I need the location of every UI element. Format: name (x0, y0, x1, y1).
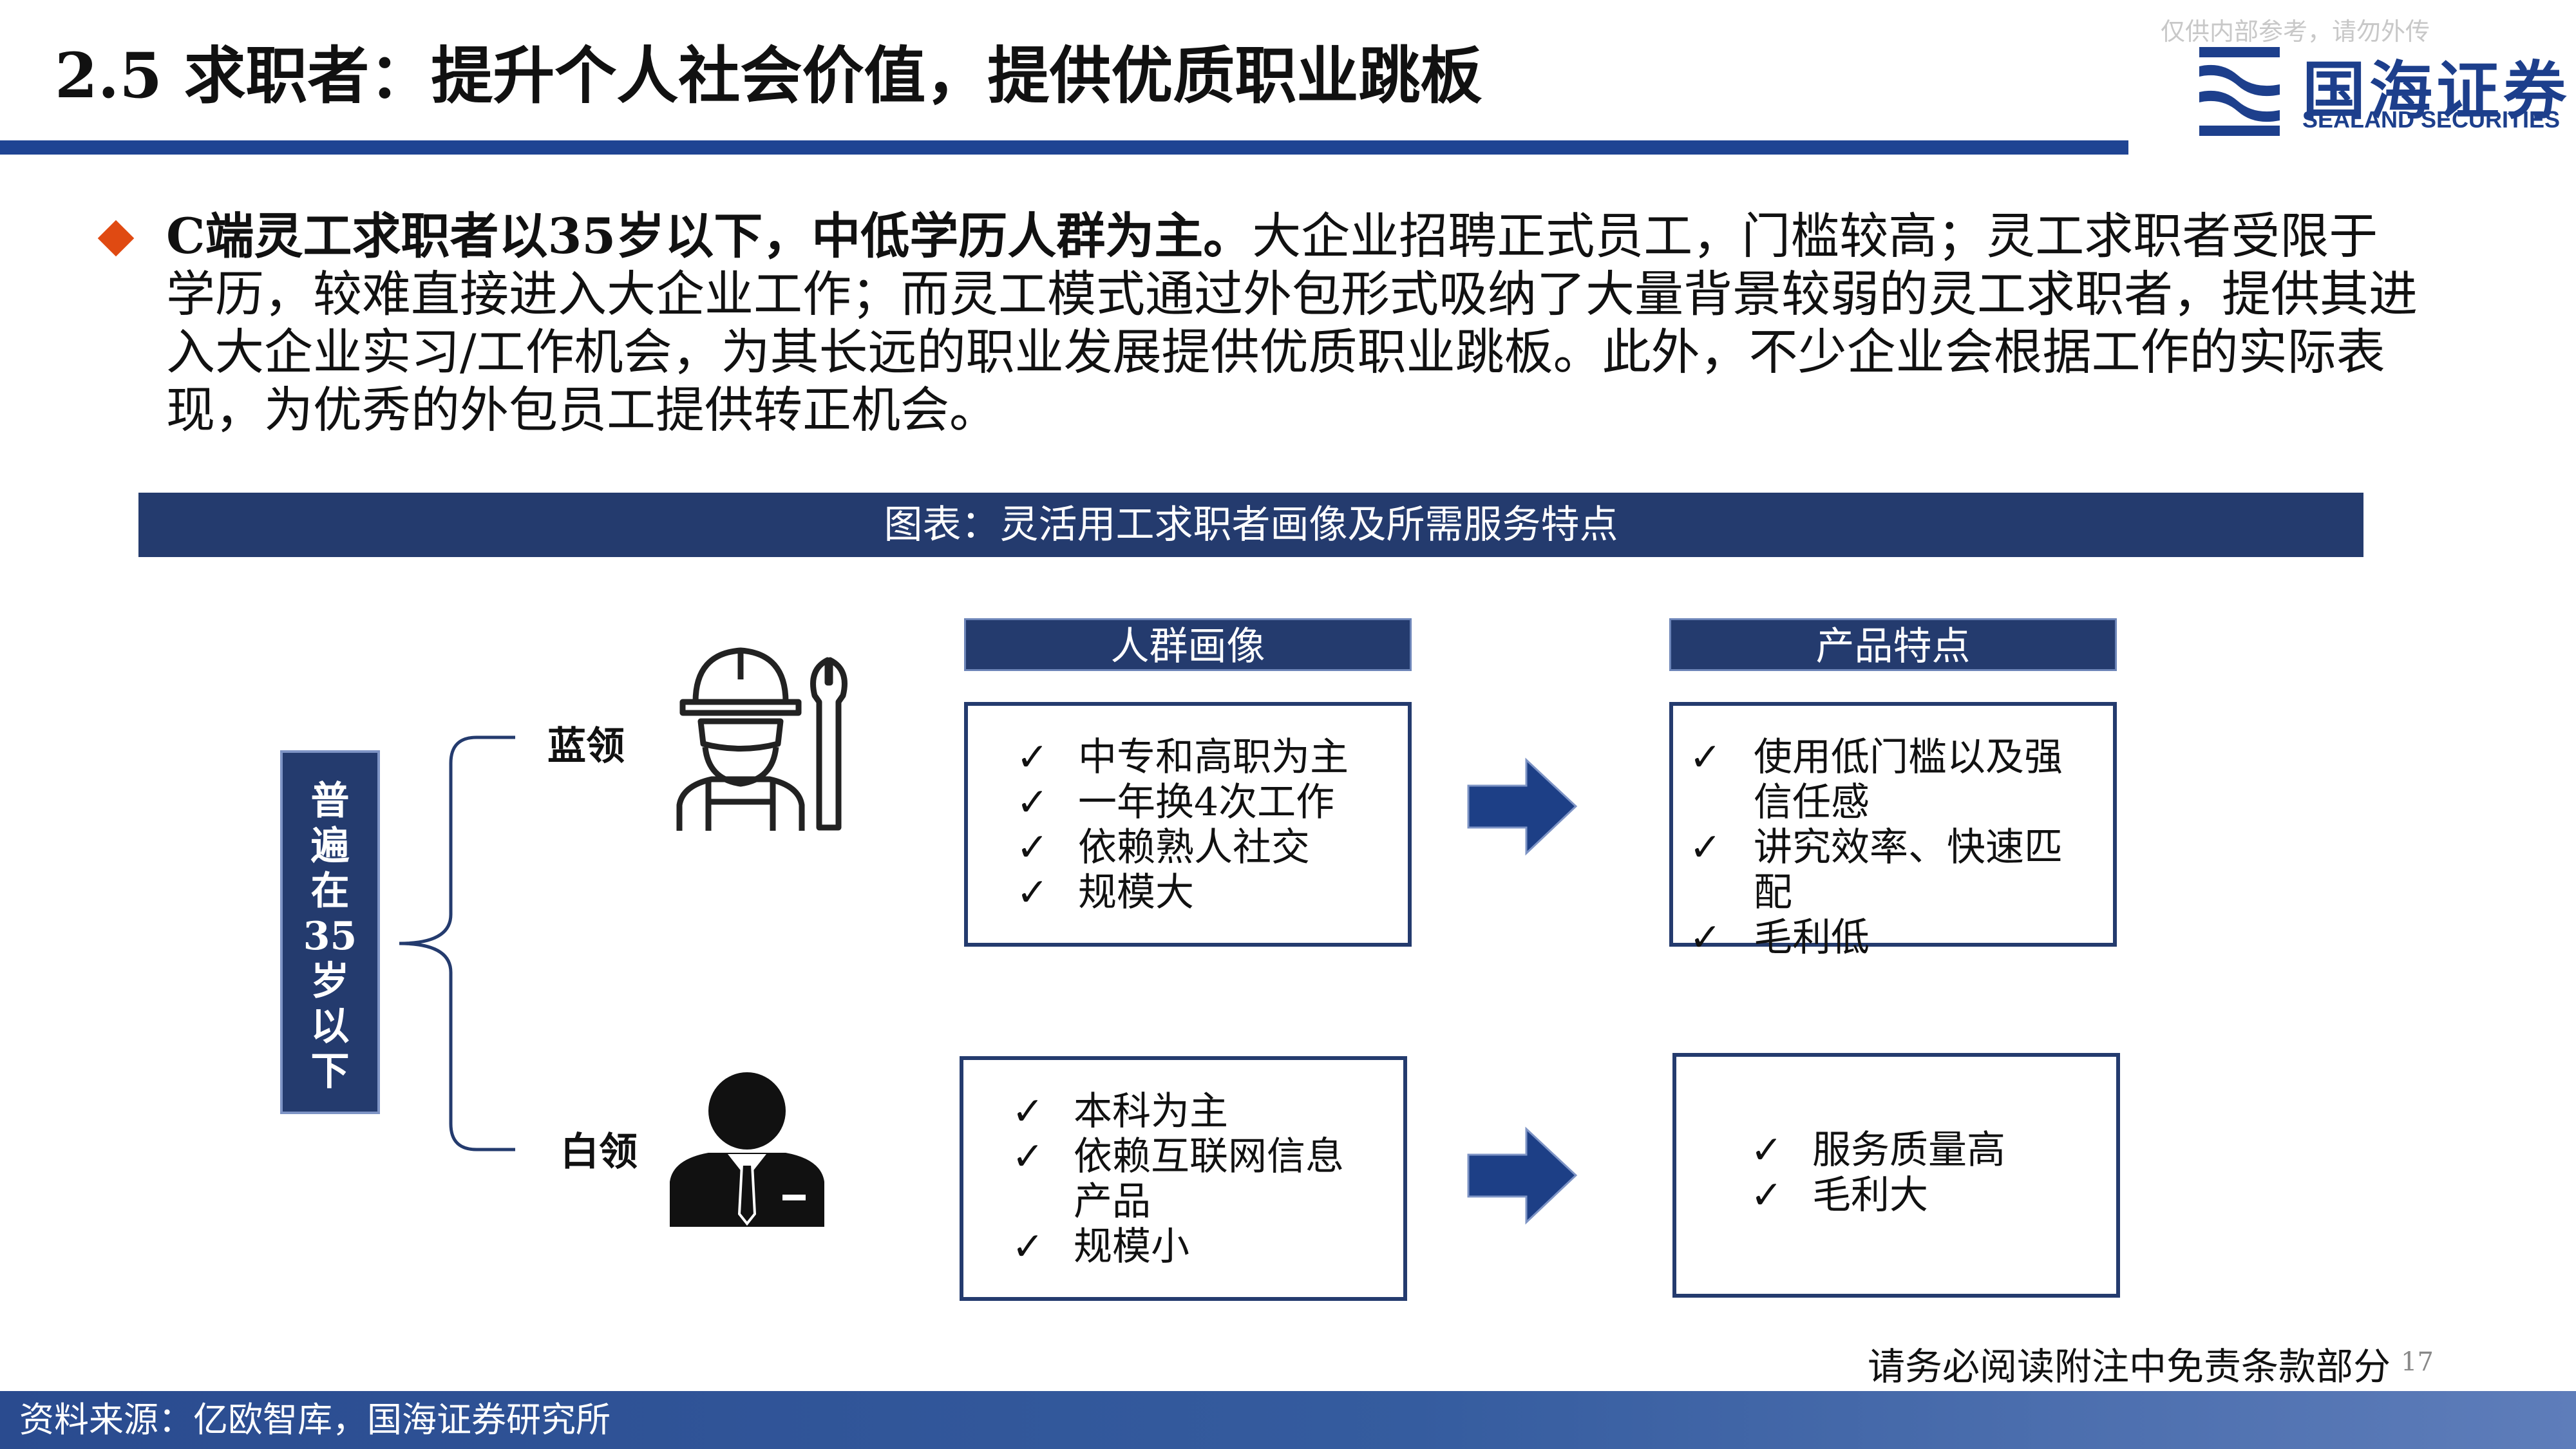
check-icon: ✓ (1750, 1173, 1783, 1218)
list-item: ✓本科为主 (1012, 1089, 1228, 1134)
list-item: ✓规模小 (1012, 1224, 1189, 1269)
check-icon: ✓ (1689, 825, 1722, 870)
age-box: 普 遍 在 35 岁 以 下 (280, 750, 380, 1114)
list-item: ✓依赖互联网信息产品 (1012, 1134, 1344, 1224)
logo-text-cn: 国海证券 (2302, 55, 2571, 128)
header-profile: 人群画像 (964, 618, 1412, 671)
list-item: ✓毛利大 (1750, 1173, 1928, 1218)
businessman-icon (670, 1072, 824, 1227)
blue-profile-box: ✓中专和高职为主 ✓一年换4次工作 ✓依赖熟人社交 ✓规模大 (964, 702, 1412, 947)
page-number: 17 (2401, 1347, 2434, 1377)
list-item: ✓依赖熟人社交 (1016, 825, 1310, 870)
intro-paragraph: C端灵工求职者以35岁以下，中低学历人群为主。大企业招聘正式员工，门槛较高；灵工… (166, 207, 2420, 439)
list-item: ✓中专和高职为主 (1016, 735, 1349, 780)
check-icon: ✓ (1012, 1224, 1045, 1269)
diamond-bullet-icon (97, 220, 135, 257)
label-white-collar: 白领 (560, 1130, 638, 1175)
header-product: 产品特点 (1669, 618, 2117, 671)
check-icon: ✓ (1012, 1134, 1045, 1179)
list-item: ✓讲究效率、快速匹配 (1689, 825, 2063, 915)
white-product-box: ✓服务质量高 ✓毛利大 (1672, 1053, 2120, 1298)
list-item: ✓规模大 (1016, 870, 1194, 915)
page-title: 2.5 求职者：提升个人社会价值，提供优质职业跳板 (55, 39, 1482, 112)
figure-title: 图表：灵活用工求职者画像及所需服务特点 (884, 502, 1618, 547)
arrow-right-icon (1467, 757, 1578, 856)
list-item: ✓使用低门槛以及强信任感 (1689, 735, 2063, 825)
age-char: 35 (303, 914, 357, 959)
intro-bold: C端灵工求职者以35岁以下，中低学历人群为主。 (166, 207, 1253, 265)
intro-text: 大企业招聘正式员工，门槛较高；灵工求职者受限于学历，较难直接进入大企业工作；而灵… (166, 207, 2418, 439)
white-profile-box: ✓本科为主 ✓依赖互联网信息产品 ✓规模小 (960, 1056, 1407, 1301)
disclaimer-note: 请务必阅读附注中免责条款部分 (1868, 1345, 2391, 1388)
check-icon: ✓ (1012, 1089, 1045, 1134)
list-item: ✓一年换4次工作 (1016, 780, 1335, 825)
check-icon: ✓ (1689, 735, 1722, 780)
sealand-logo-icon (2199, 47, 2280, 136)
check-icon: ✓ (1750, 1128, 1783, 1173)
list-item: ✓服务质量高 (1750, 1128, 2005, 1173)
logo-text-en: SEALAND SECURITIES (2302, 106, 2561, 133)
age-char: 在 (310, 869, 350, 914)
brace-icon (399, 735, 515, 1151)
source-note: 资料来源：亿欧智库，国海证券研究所 (19, 1399, 611, 1440)
check-icon: ✓ (1016, 870, 1049, 915)
header-divider (0, 140, 2128, 155)
check-icon: ✓ (1016, 780, 1049, 825)
worker-icon (676, 647, 848, 831)
blue-product-box: ✓使用低门槛以及强信任感 ✓讲究效率、快速匹配 ✓毛利低 (1669, 702, 2117, 960)
age-char: 岁 (310, 959, 350, 1004)
age-char: 普 (310, 779, 350, 824)
check-icon: ✓ (1689, 915, 1722, 960)
label-blue-collar: 蓝领 (547, 724, 625, 769)
age-char: 遍 (310, 824, 350, 869)
age-char: 下 (310, 1049, 350, 1094)
check-icon: ✓ (1016, 825, 1049, 870)
check-icon: ✓ (1016, 735, 1049, 780)
figure-title-bar (138, 493, 2363, 557)
age-char: 以 (310, 1004, 350, 1049)
watermark: 仅供内部参考，请勿外传 (2161, 17, 2430, 46)
list-item: ✓毛利低 (1689, 915, 1870, 960)
arrow-right-icon (1467, 1126, 1578, 1225)
footer-band (0, 1391, 2576, 1449)
